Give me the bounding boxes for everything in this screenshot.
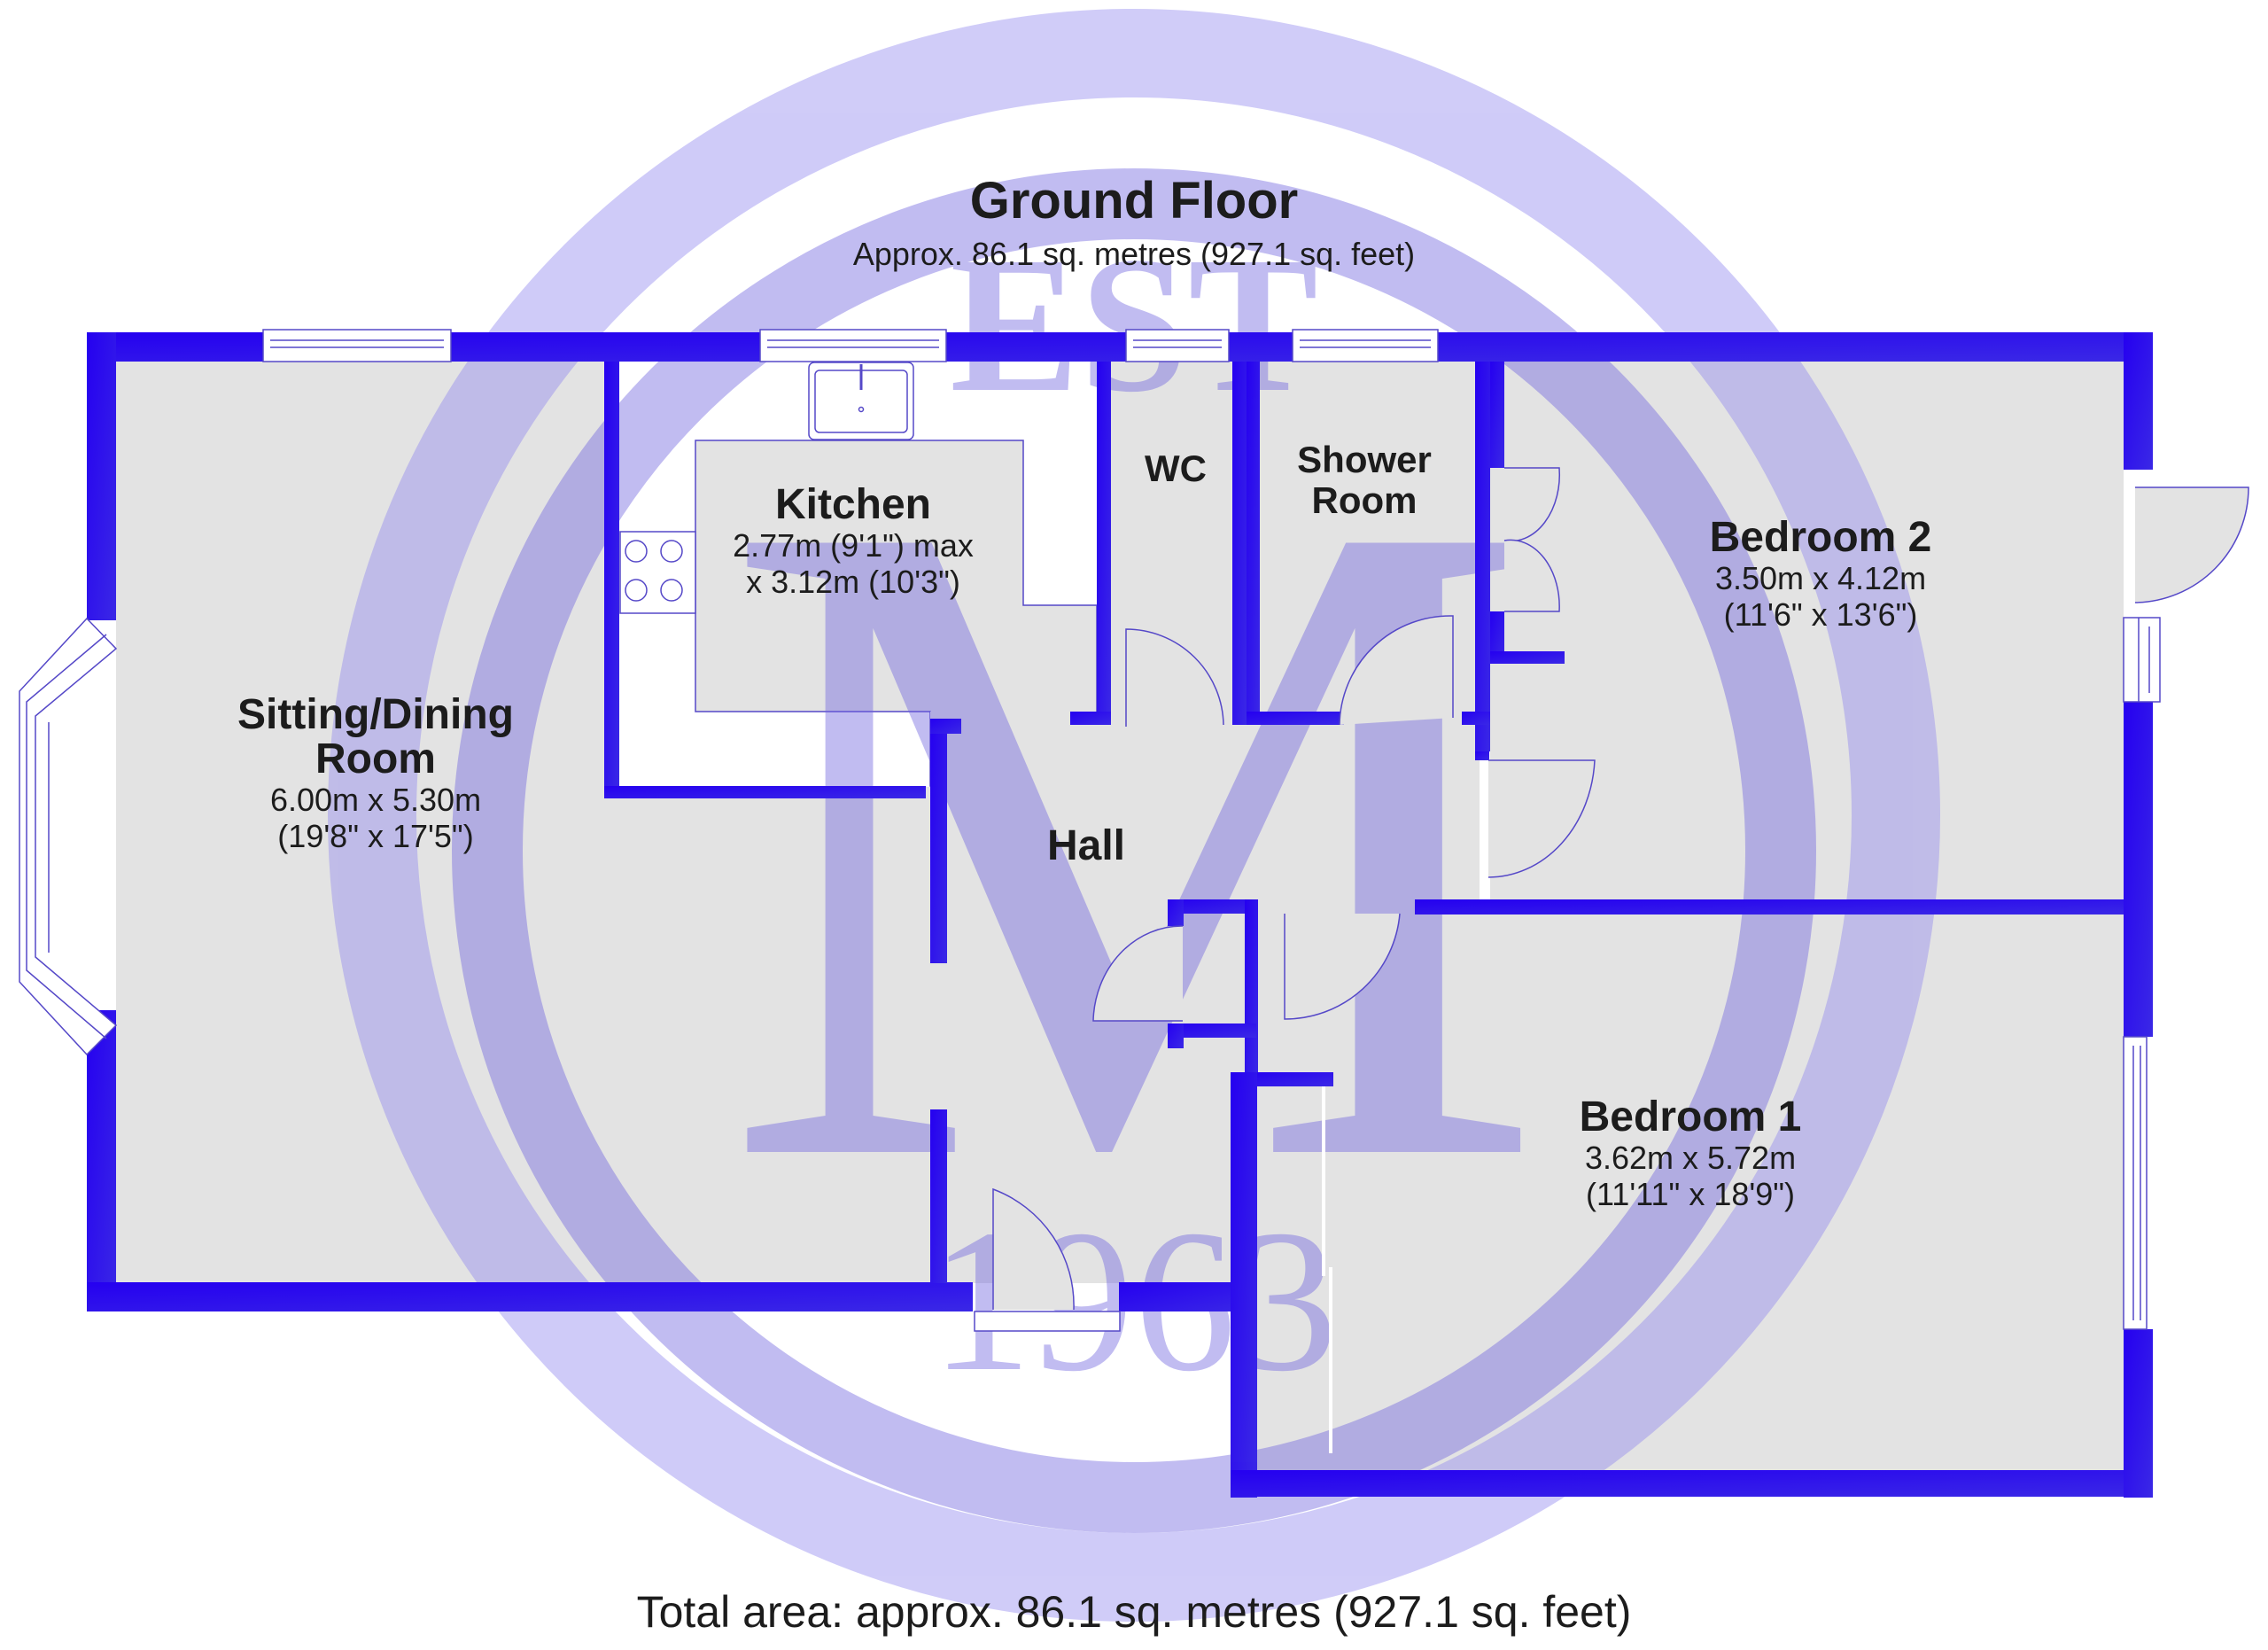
room-dimension-metric: 3.62m x 5.72m (1584, 1140, 1797, 1176)
bay-window (19, 617, 118, 1056)
door-closet[interactable] (1092, 925, 1184, 1022)
room-dimension-imperial: (19'8" x 17'5") (277, 818, 474, 854)
bedroom1-floor (1257, 915, 2124, 1470)
room-label-bedroom2: Bedroom 2 3.50m x 4.12m (11'6" x 13'6") (1709, 514, 1932, 634)
hob-ring (660, 579, 683, 602)
window-bedroom2-right (2123, 617, 2161, 703)
room-label-sitting-dining: Sitting/Dining Room 6.00m x 5.30m (19'8"… (237, 691, 514, 855)
wall-left-lower (87, 1010, 116, 1311)
wall-wc-right (1232, 362, 1247, 725)
wall-kitchen-right (1097, 362, 1111, 725)
wall-shower-right (1475, 362, 1490, 751)
wall-shower-right-stub (1462, 712, 1490, 725)
window-bedroom1-right (2123, 1036, 2148, 1330)
room-dimension-imperial: x 3.12m (10'3") (746, 564, 960, 600)
room-dimension-metric: 3.50m x 4.12m (1714, 560, 1927, 596)
room-name: Bedroom 2 (1709, 514, 1932, 561)
watermark-logo: EST M 1963 (328, 9, 1940, 1622)
wall-right-bottom (2124, 1329, 2153, 1498)
room-dimension-metric: 6.00m x 5.30m (269, 782, 482, 818)
floor-title: Ground Floor (969, 172, 1299, 230)
watermark-outer-ring (328, 9, 1940, 1622)
wall-bottom-left (87, 1282, 973, 1311)
kitchen-sink (808, 362, 914, 440)
door-bedroom1[interactable] (1284, 913, 1401, 1020)
wall-kitchen-left (604, 362, 619, 798)
room-label-wc: WC (1145, 448, 1207, 489)
sink-drain (858, 406, 865, 413)
window-kitchen-top (759, 329, 947, 362)
room-dimension-imperial: (11'11" x 18'9") (1585, 1176, 1796, 1212)
room-name: WC (1145, 448, 1207, 489)
room-label-bedroom1: Bedroom 1 3.62m x 5.72m (11'11" x 18'9") (1579, 1094, 1802, 1213)
hob (619, 531, 696, 614)
hob-ring (625, 579, 648, 602)
wall-bedroom1-bottom (1231, 1470, 2153, 1497)
door-bedroom2-external[interactable] (2134, 486, 2249, 603)
bedroom2-floor (1490, 362, 2124, 899)
wall-right-top (2124, 332, 2153, 470)
room-name: Bedroom 1 (1579, 1094, 1802, 1140)
wall-hall-left-lower (930, 1109, 947, 1283)
floor-area-subtitle: Approx. 86.1 sq. metres (927.1 sq. feet) (852, 236, 1416, 272)
door-front[interactable] (992, 1187, 1075, 1311)
wall-bedrooms-divider (1415, 899, 2124, 915)
room-name: Kitchen (774, 481, 931, 528)
room-label-kitchen: Kitchen 2.77m (9'1") max x 3.12m (10'3") (733, 481, 974, 601)
room-dimension-metric: 2.77m (9'1") max (733, 527, 974, 564)
wall-closet-right (1245, 899, 1258, 1077)
room-label-shower-room: Shower Room (1297, 440, 1432, 521)
wall-closet-bottom-stub (1168, 1023, 1184, 1048)
watermark-inner-ring (452, 168, 1816, 1533)
wall-closet-top (1168, 899, 1256, 914)
room-name: Hall (1046, 822, 1126, 869)
wall-wardrobe2-right-bottom (1490, 611, 1504, 663)
room-name: Room (1311, 479, 1418, 521)
wall-shower-bottom (1247, 712, 1344, 725)
wall-kitchen-bottom (604, 786, 926, 798)
window-wc-top (1125, 329, 1230, 362)
room-name: Room (315, 735, 436, 782)
windows (19, 329, 2161, 1332)
wardrobe1-sliding-door[interactable] (1322, 1086, 1332, 1453)
wall-left-upper (87, 332, 116, 620)
door-kitchen-wc[interactable] (1125, 628, 1224, 727)
hob-ring (660, 540, 683, 563)
door-shower[interactable] (1339, 615, 1454, 726)
door-wardrobe2-lower[interactable] (1503, 539, 1560, 612)
wall-wardrobe1-vert (1231, 1072, 1257, 1462)
room-dimension-imperial: (11'6" x 13'6") (1723, 596, 1918, 633)
wall-bed2-left-lower (1475, 751, 1489, 760)
wall-shower-left (1247, 362, 1260, 725)
room-name: Sitting/Dining (237, 691, 514, 738)
wall-wardrobe1-top (1245, 1072, 1333, 1086)
wall-hall-left-stub (930, 719, 961, 734)
window-sitting-top (262, 329, 452, 362)
wall-closet-top-stub (1168, 899, 1184, 926)
window-shower-top (1292, 329, 1439, 362)
watermark-letter: M (720, 323, 1548, 1354)
wall-wardrobe2-bottom (1490, 651, 1565, 664)
wall-right-mid (2124, 700, 2153, 1037)
front-door-frame (974, 1311, 1121, 1332)
wall-wardrobe2-right-top (1490, 362, 1504, 468)
total-area: Total area: approx. 86.1 sq. metres (927… (636, 1587, 1632, 1637)
doors (992, 467, 2249, 1453)
kitchen-fixtures (619, 362, 914, 614)
wall-hall-left-upper (930, 719, 947, 963)
hob-ring (625, 540, 648, 563)
room-name: Shower (1297, 439, 1432, 480)
room-label-hall: Hall (1047, 824, 1125, 868)
door-bedroom2[interactable] (1487, 759, 1596, 878)
wall-closet-bottom (1168, 1023, 1256, 1038)
wall-kitchen-right-stub (1070, 712, 1111, 725)
